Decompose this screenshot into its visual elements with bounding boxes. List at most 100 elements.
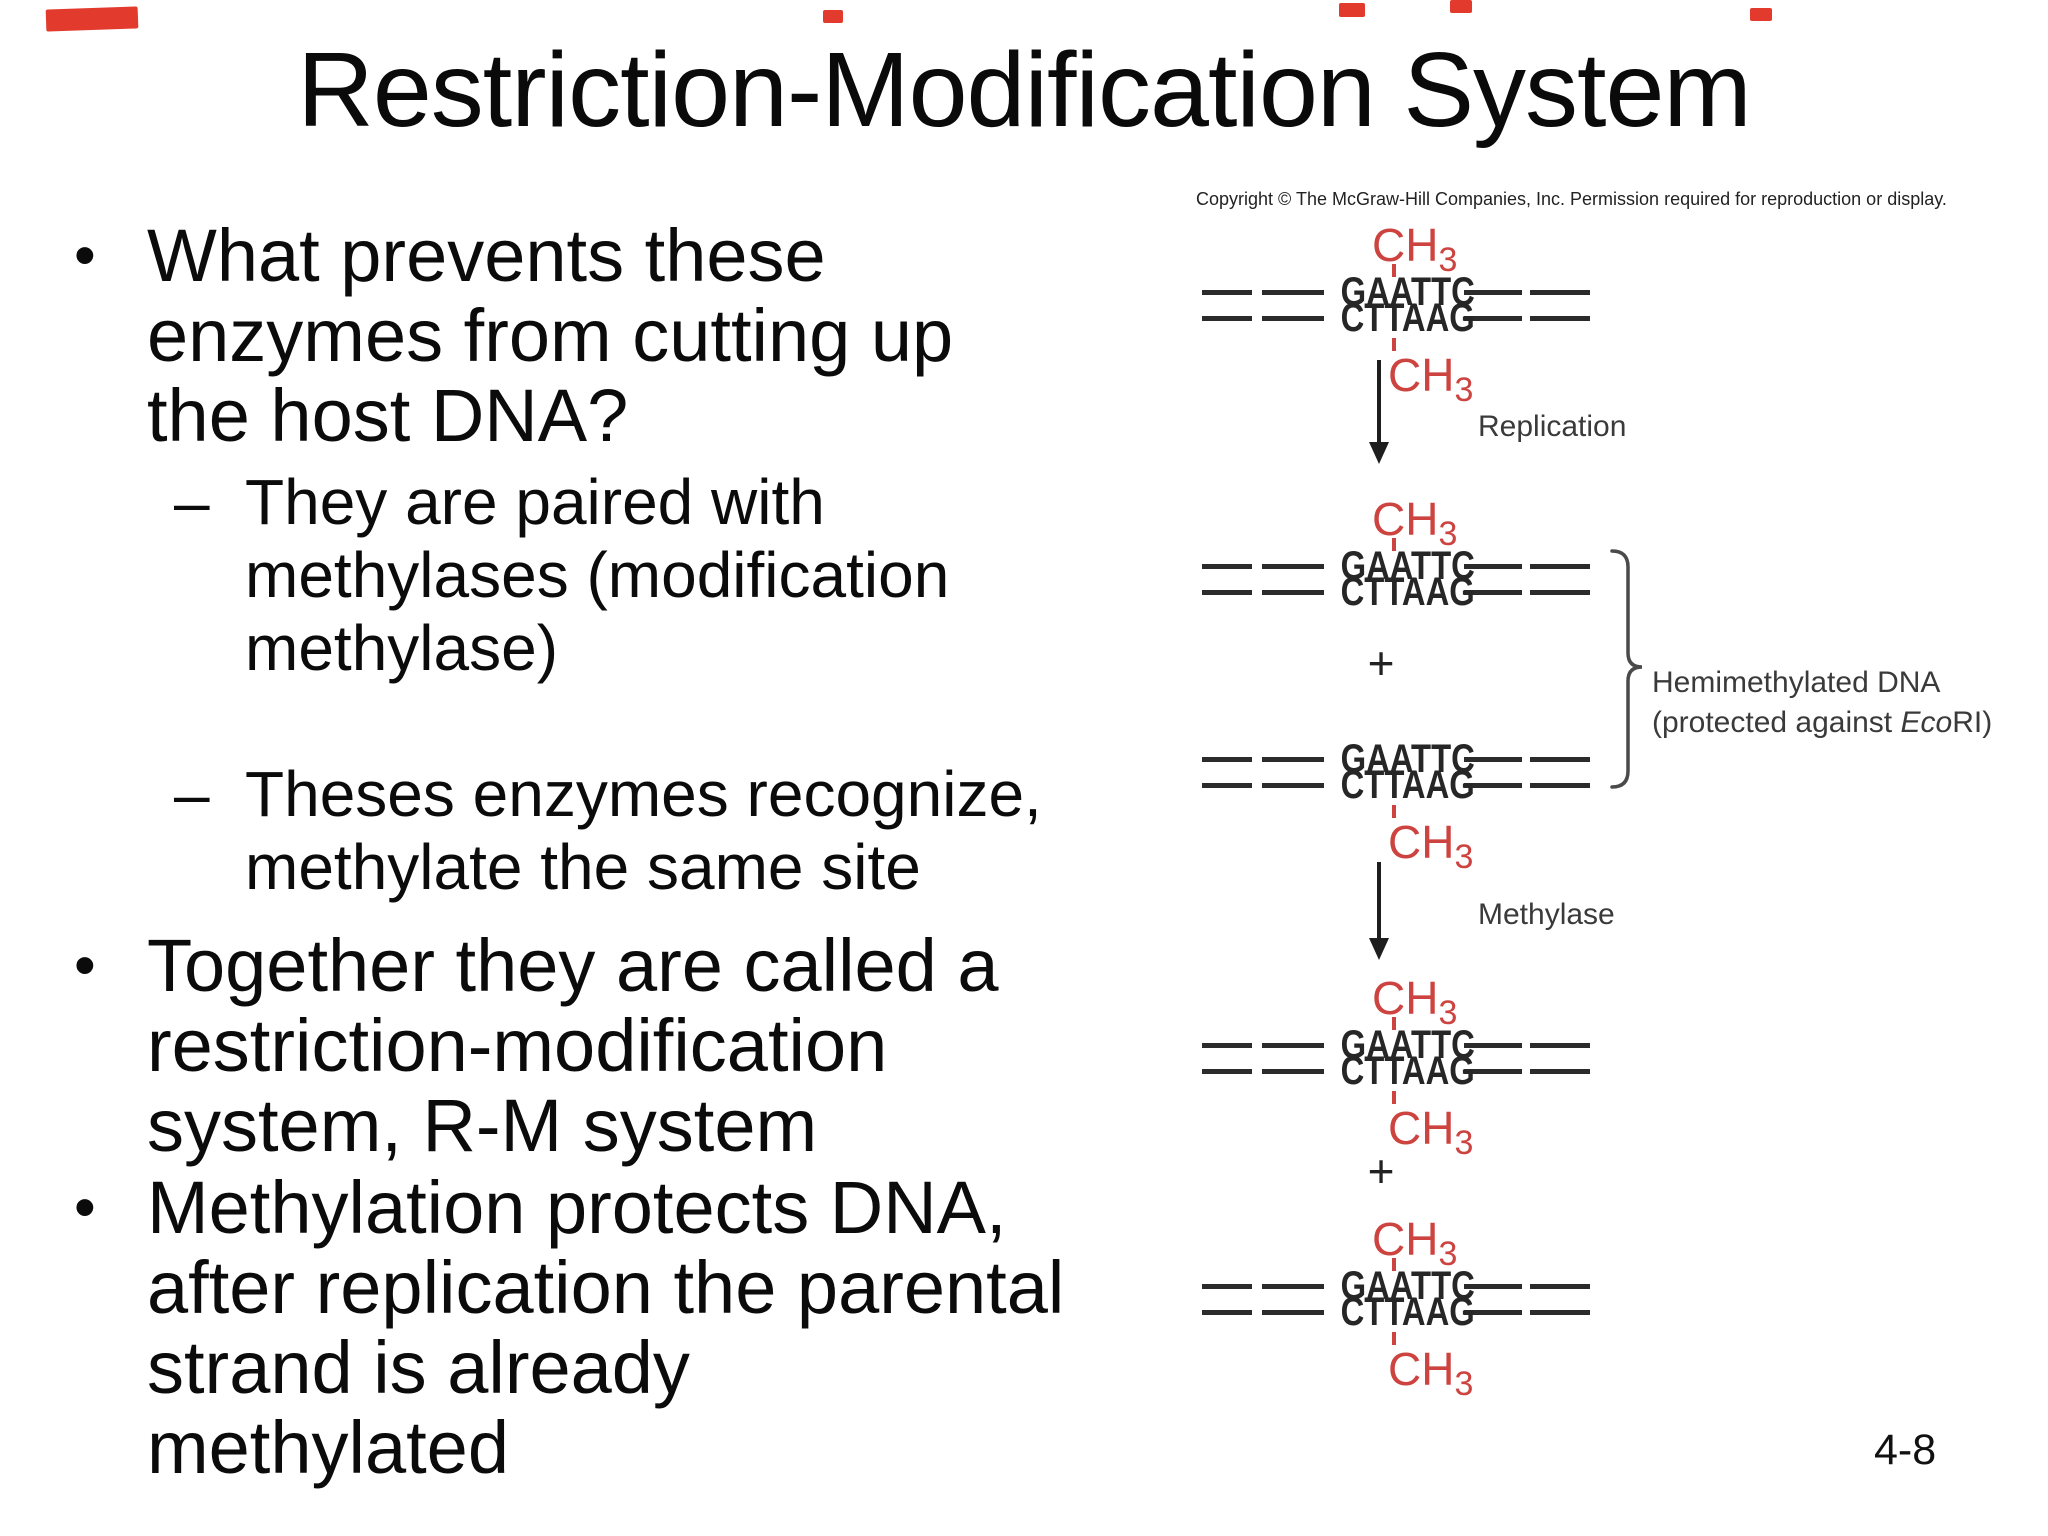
- methyl-group-label: CH3: [1372, 493, 1458, 553]
- sub-bullet-item: – Theses enzymes recognize, methylate th…: [174, 758, 1042, 904]
- methyl-group-label: CH3: [1388, 349, 1474, 409]
- methylase-label: Methylase: [1478, 898, 1615, 931]
- dna-strand-line: [1464, 1284, 1522, 1289]
- dna-sequence-bottom: CTTAAG: [1340, 1049, 1475, 1093]
- dna-strand-line: [1262, 590, 1324, 595]
- methyl-bond: [1392, 1091, 1396, 1104]
- dna-strand-line: [1530, 757, 1590, 762]
- video-artifact: [1750, 8, 1772, 21]
- dna-sequence-top: GAATTC: [1340, 737, 1475, 781]
- dna-strand-line: [1530, 1310, 1590, 1315]
- dna-strand-line: [1530, 783, 1590, 788]
- dna-strand-line: [1530, 316, 1590, 321]
- dna-sequence-top: GAATTC: [1340, 544, 1475, 588]
- replication-arrow: [1377, 360, 1381, 442]
- slide-number: 4-8: [1874, 1426, 1937, 1474]
- methyl-bond: [1392, 805, 1396, 818]
- dna-strand-line: [1202, 783, 1252, 788]
- dna-strand-line: [1262, 1043, 1324, 1048]
- dna-strand-line: [1262, 757, 1324, 762]
- dna-strand-line: [1464, 757, 1522, 762]
- methyl-bond: [1392, 1258, 1396, 1271]
- sub-bullet-item: – They are paired with methylases (modif…: [174, 466, 949, 685]
- dna-strand-line: [1202, 1043, 1252, 1048]
- dna-sequence-bottom: CTTAAG: [1340, 570, 1475, 614]
- dna-strand-line: [1530, 590, 1590, 595]
- methylase-arrow: [1377, 862, 1381, 938]
- dna-sequence-bottom: CTTAAG: [1340, 296, 1475, 340]
- dna-sequence-bottom: CTTAAG: [1340, 763, 1475, 807]
- methyl-group-label: CH3: [1388, 1343, 1474, 1403]
- methyl-group-label: CH3: [1388, 816, 1474, 876]
- methyl-bond: [1392, 338, 1396, 351]
- dna-strand-line: [1202, 564, 1252, 569]
- dna-strand-line: [1464, 1069, 1522, 1074]
- dna-strand-line: [1202, 590, 1252, 595]
- dna-strand-line: [1262, 316, 1324, 321]
- dna-strand-line: [1202, 1310, 1252, 1315]
- dna-strand-line: [1202, 1069, 1252, 1074]
- bullet-dot-icon: •: [74, 1173, 96, 1242]
- dna-strand-line: [1262, 564, 1324, 569]
- methyl-group-label: CH3: [1372, 1213, 1458, 1273]
- dna-strand-line: [1262, 1284, 1324, 1289]
- methyl-bond: [1392, 1017, 1396, 1030]
- bullet-text: Together they are called a restriction-m…: [147, 924, 999, 1167]
- dash-icon: –: [174, 758, 210, 830]
- bullet-dot-icon: •: [74, 221, 96, 290]
- methyl-group-label: CH3: [1388, 1102, 1474, 1162]
- dna-strand-line: [1202, 757, 1252, 762]
- dna-strand-line: [1464, 1043, 1522, 1048]
- dna-strand-line: [1202, 316, 1252, 321]
- dash-icon: –: [174, 466, 210, 538]
- dna-strand-line: [1262, 1069, 1324, 1074]
- methyl-bond: [1392, 538, 1396, 551]
- dna-sequence-top: GAATTC: [1340, 270, 1475, 314]
- dna-strand-line: [1464, 316, 1522, 321]
- dna-sequence-top: GAATTC: [1340, 1023, 1475, 1067]
- dna-strand-line: [1464, 590, 1522, 595]
- dna-strand-line: [1530, 290, 1590, 295]
- sub-bullet-text: They are paired with methylases (modific…: [245, 466, 950, 684]
- video-artifact: [823, 10, 843, 23]
- dna-sequence-top: GAATTC: [1340, 1264, 1475, 1308]
- dna-strand-line: [1262, 1310, 1324, 1315]
- plus-sign: +: [1367, 637, 1395, 689]
- bullet-text: What prevents these enzymes from cutting…: [147, 214, 954, 457]
- methyl-bond: [1392, 264, 1396, 277]
- dna-strand-line: [1530, 1069, 1590, 1074]
- hemimethylated-label-line2: (protected against EcoRI): [1652, 706, 1993, 739]
- replication-label: Replication: [1478, 410, 1627, 443]
- bullet-text: Methylation protects DNA, after replicat…: [147, 1166, 1065, 1489]
- methyl-group-label: CH3: [1372, 972, 1458, 1032]
- copyright-line: Copyright © The McGraw-Hill Companies, I…: [1196, 189, 1947, 209]
- dna-strand-line: [1464, 1310, 1522, 1315]
- methyl-group-label: CH3: [1372, 219, 1458, 279]
- methyl-bond: [1392, 1332, 1396, 1345]
- dna-strand-line: [1464, 564, 1522, 569]
- replication-arrow-head: [1369, 442, 1389, 464]
- dna-strand-line: [1530, 564, 1590, 569]
- hemimethylated-label-line1: Hemimethylated DNA: [1652, 666, 1941, 699]
- dna-strand-line: [1530, 1284, 1590, 1289]
- dna-strand-line: [1464, 783, 1522, 788]
- dna-strand-line: [1262, 783, 1324, 788]
- video-artifact: [1450, 0, 1472, 13]
- sub-bullet-text: Theses enzymes recognize, methylate the …: [245, 758, 1042, 903]
- video-artifact: [1339, 3, 1365, 17]
- bullet-item: • Methylation protects DNA, after replic…: [74, 1168, 1064, 1488]
- dna-strand-line: [1464, 290, 1522, 295]
- video-artifact: [45, 6, 139, 32]
- methylase-arrow-head: [1369, 938, 1389, 960]
- dna-strand-line: [1202, 1284, 1252, 1289]
- bullet-item: • Together they are called a restriction…: [74, 926, 999, 1166]
- bullet-item: • What prevents these enzymes from cutti…: [74, 216, 953, 456]
- brace-icon: [1610, 549, 1643, 789]
- plus-sign: +: [1367, 1145, 1395, 1197]
- page-title: Restriction-Modification System: [297, 31, 1751, 149]
- dna-strand-line: [1262, 290, 1324, 295]
- dna-strand-line: [1202, 290, 1252, 295]
- dna-sequence-bottom: CTTAAG: [1340, 1290, 1475, 1334]
- dna-strand-line: [1530, 1043, 1590, 1048]
